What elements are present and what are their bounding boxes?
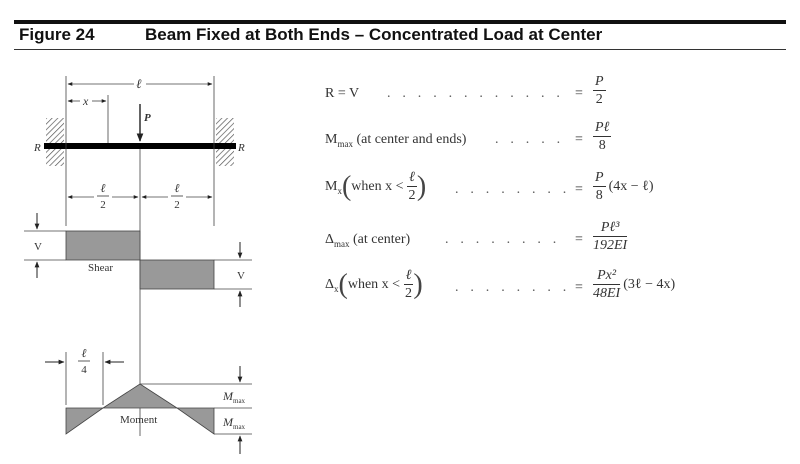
beam (44, 143, 236, 149)
figure-title: Beam Fixed at Both Ends – Concentrated L… (145, 25, 603, 44)
moment-negative-right (175, 407, 215, 435)
figure-number: Figure 24 (19, 25, 95, 44)
formula-lhs: Mmax (at center and ends) (325, 132, 467, 149)
half-span-den-right: 2 (174, 199, 180, 211)
formula-m-x: Mx(when x < ℓ2) . . . . . . . . . . . . … (325, 170, 654, 203)
leader-dots: . . . . . . . . . . . . . . . . . . . . … (455, 280, 569, 295)
half-span-den-left: 2 (100, 199, 106, 211)
x-label: x (82, 94, 89, 108)
span-label: ℓ (136, 76, 142, 91)
shear-label: Shear (88, 262, 113, 274)
formula-delta-max: Δmax (at center) . . . . . . . . . . . .… (325, 220, 628, 253)
half-span-num-left: ℓ (101, 181, 106, 195)
load-label: P (144, 112, 151, 124)
half-span-num-right: ℓ (175, 181, 180, 195)
left-wall (46, 118, 64, 166)
formula-m-max: Mmax (at center and ends) . . . . . . . … (325, 120, 612, 153)
leader-dots: . . . . . . . . . . . . . . . . . . . . … (495, 132, 569, 147)
shear-negative-block (139, 259, 215, 290)
leader-dots: . . . . . . . . . . . . . . . . . . . . … (387, 86, 569, 101)
reaction-left-label: R (33, 142, 41, 154)
m-max-bottom: Mmax (222, 415, 246, 431)
formula-lhs: Δmax (at center) (325, 232, 411, 249)
shear-positive-block (65, 230, 141, 261)
quarter-span-den: 4 (81, 364, 87, 376)
formula-delta-x: Δx(when x < ℓ2) . . . . . . . . . . . . … (325, 268, 676, 301)
header-rule-bottom (14, 49, 786, 50)
quarter-span-num: ℓ (82, 346, 87, 360)
moment-label: Moment (120, 414, 157, 426)
header-rule-top (14, 20, 786, 24)
leader-dots: . . . . . . . . . . . . . . . . . . . . … (455, 182, 569, 197)
moment-positive-region (101, 383, 179, 409)
right-wall (216, 118, 234, 166)
formula-lhs: R = V (325, 86, 360, 101)
leader-dots: . . . . . . . . . . . . . . . . . . . . … (445, 232, 569, 247)
formula-reaction: R = V . . . . . . . . . . . . . . . . . … (325, 74, 606, 107)
reaction-right-label: R (237, 142, 245, 154)
moment-negative-left (65, 407, 105, 435)
m-max-top: Mmax (222, 389, 246, 405)
shear-v-right-label: V (237, 270, 245, 282)
shear-v-left-label: V (34, 241, 42, 253)
